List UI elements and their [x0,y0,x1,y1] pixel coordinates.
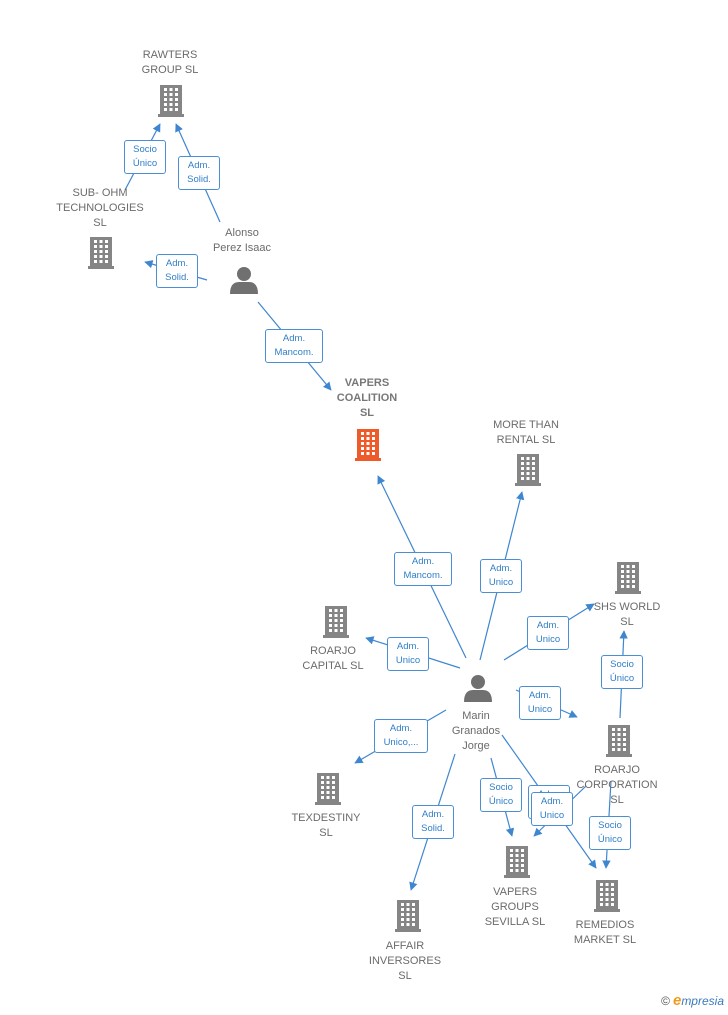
edge-label-subohm-to-rawters[interactable]: Socio Único [124,140,166,174]
footer-brand: ©empresia [661,992,724,1009]
node-label-subohm[interactable]: SUB- OHM TECHNOLOGIES SL [56,187,144,229]
node-label-remedios[interactable]: REMEDIOS MARKET SL [573,919,637,946]
node-label-vapers_groups[interactable]: VAPERS GROUPS SEVILLA SL [484,886,546,928]
building-icon-vapers_groups[interactable] [504,846,530,878]
node-label-vapers_coalition[interactable]: VAPERS COALITION SL [336,377,398,419]
building-icon-texdestiny[interactable] [315,773,341,805]
edge-label-alonso-to-vapers_coalition[interactable]: Adm. Mancom. [265,329,323,363]
building-icon-shs_world[interactable] [615,562,641,594]
edge-label-marin-to-shs_world[interactable]: Adm. Unico [527,616,569,650]
copyright-symbol: © [661,994,670,1008]
edge-label-roarjo_corp-to-remedios[interactable]: Socio Único [589,816,631,850]
brand-initial: e [672,992,682,1009]
person-icon-marin[interactable] [464,675,492,702]
edge-label-roarjo_corp-to-vapers_groups[interactable]: Adm. Unico [531,792,573,826]
building-icon-remedios[interactable] [594,880,620,912]
node-label-texdestiny[interactable]: TEXDESTINY SL [291,812,361,839]
node-label-alonso[interactable]: Alonso Perez Isaac [212,227,272,254]
node-label-affair[interactable]: AFFAIR INVERSORES SL [368,940,442,982]
building-icon-affair[interactable] [395,900,421,932]
edge-label-roarjo_corp-to-shs_world[interactable]: Socio Único [601,655,643,689]
building-icon-roarjo_capital[interactable] [323,606,349,638]
edge-label-marin-to-affair[interactable]: Adm. Solid. [412,805,454,839]
building-icon-subohm[interactable] [88,237,114,269]
node-label-roarjo_corp[interactable]: ROARJO CORPORATION SL [576,764,658,806]
node-label-marin[interactable]: Marin Granados Jorge [451,710,501,752]
edge-label-alonso-to-subohm[interactable]: Adm. Solid. [156,254,198,288]
edge-label-marin-to-roarjo_capital[interactable]: Adm. Unico [387,637,429,671]
building-icon-roarjo_corp[interactable] [606,725,632,757]
edge-label-marin-to-vapers_groups[interactable]: Socio Único [480,778,522,812]
building-icon-rawters[interactable] [158,85,184,117]
edge-label-marin-to-roarjo_corp[interactable]: Adm. Unico [519,686,561,720]
person-icon-alonso[interactable] [230,267,258,294]
brand-name: mpresia [681,994,724,1008]
edge-label-alonso-to-rawters[interactable]: Adm. Solid. [178,156,220,190]
node-label-more_than_rental[interactable]: MORE THAN RENTAL SL [493,419,559,446]
building-icon-more_than_rental[interactable] [515,454,541,486]
edge-label-marin-to-more_than_rental[interactable]: Adm. Unico [480,559,522,593]
node-label-roarjo_capital[interactable]: ROARJO CAPITAL SL [302,645,364,672]
edge-label-marin-to-vapers_coalition[interactable]: Adm. Mancom. [394,552,452,586]
node-label-shs_world[interactable]: SHS WORLD SL [593,601,661,628]
building-icon-vapers_coalition[interactable] [355,429,381,461]
node-label-rawters[interactable]: RAWTERS GROUP SL [141,49,199,76]
edge-label-marin-to-texdestiny[interactable]: Adm. Unico,... [374,719,428,753]
